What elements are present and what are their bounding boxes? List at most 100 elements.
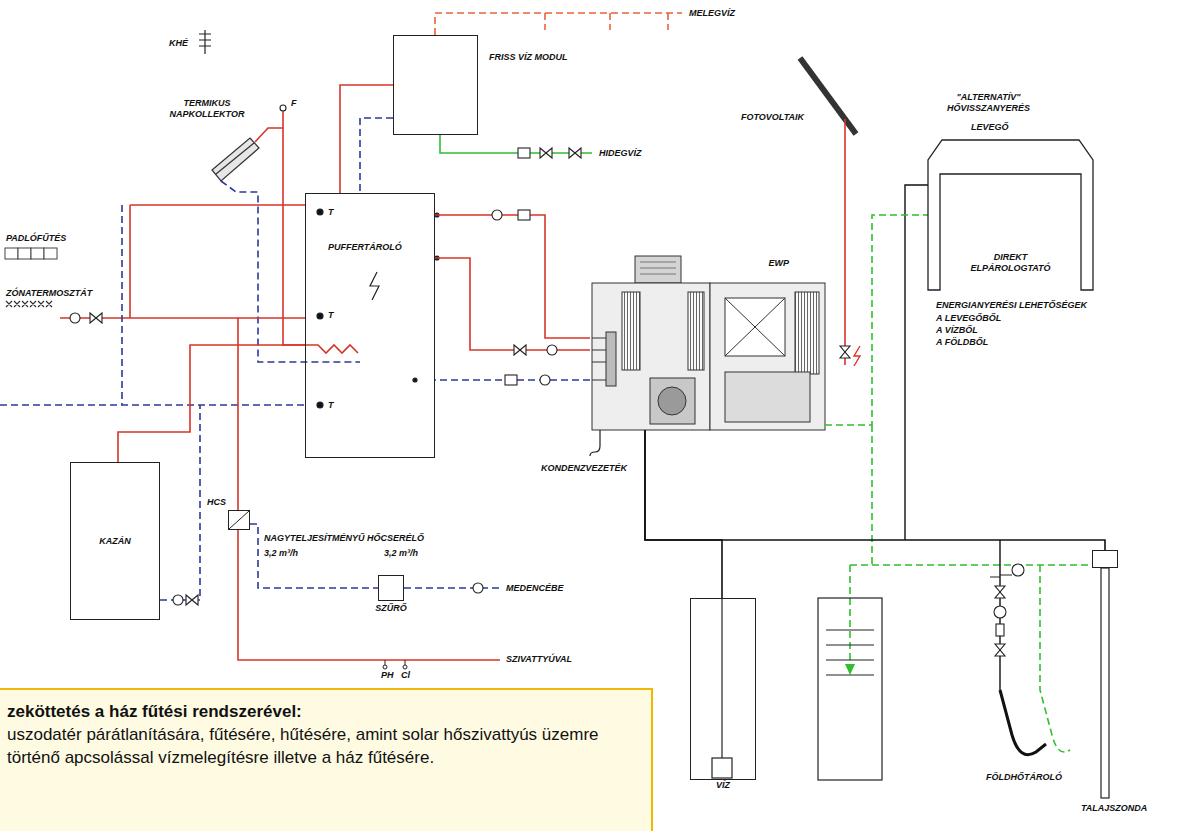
pipe-connector	[645, 430, 722, 598]
pipe-connector	[435, 215, 590, 338]
heat-pump-drawing	[592, 256, 825, 430]
ground-probe	[1101, 568, 1109, 798]
pipe-connector	[340, 85, 393, 193]
heat-pump-drawing	[650, 378, 695, 424]
ground-loop	[1000, 540, 1046, 755]
buffer-internals	[413, 378, 417, 382]
pump-symbol	[473, 583, 483, 593]
part-label: KHÉ	[168, 38, 189, 49]
vent-symbol	[199, 30, 211, 54]
buffer-internals	[317, 209, 323, 215]
solar-flow-pipe	[255, 111, 358, 353]
valve-symbol	[505, 375, 517, 385]
valve-symbol	[90, 313, 102, 323]
part-label: TERMIKUS NAPKOLLEKTOR	[165, 98, 249, 120]
evaporator-pipe	[905, 185, 928, 540]
ground-probe	[1101, 568, 1109, 798]
buffer-internals	[317, 209, 439, 408]
node-text: DIREKT ELPÁROLOGTATÓ	[961, 252, 1061, 274]
part-label: "ALTERNATÍV" HŐVISSZANYERÉS	[935, 92, 1042, 114]
part-label: FOTOVOLTAIK	[740, 112, 805, 123]
part-label: MELEGVÍZ	[688, 8, 736, 19]
heat-exchanger-box: HCS	[228, 510, 250, 530]
pump-symbol	[70, 313, 80, 323]
pool-pipe	[238, 530, 500, 660]
hot-water-pipe	[435, 13, 682, 35]
heat-pump-drawing	[795, 292, 819, 374]
module-box: FRISS VÍZ MODUL	[393, 35, 478, 135]
floor-heating-symbol	[31, 248, 44, 259]
heat-pump-drawing	[688, 292, 704, 370]
exchanger-symbol	[229, 511, 249, 529]
pump-symbol	[70, 105, 1024, 618]
part-label: NAGYTELJESÍTMÉNYŰ HŐCSERÉLŐ	[263, 533, 425, 544]
pump-symbol	[280, 105, 286, 111]
buffer-tank: PUFFERTÁROLÓ	[305, 193, 435, 458]
pipe-connector	[645, 430, 1105, 550]
floor-heating-symbol	[44, 248, 57, 259]
part-label: A LEVEGŐBŐL	[935, 313, 1002, 324]
boiler-box: KAZÁN	[70, 462, 160, 620]
buffer-internals	[317, 402, 323, 408]
valve-symbol	[996, 624, 1004, 636]
ground-brine-pipe	[850, 425, 1092, 752]
part-label: 3,2 m³/h	[263, 548, 299, 559]
heat-pump-unit: EWP	[590, 255, 825, 430]
heat-pump-drawing	[725, 372, 810, 422]
part-label: T	[327, 207, 335, 218]
pump-symbol	[173, 595, 183, 605]
heat-pump-drawing	[606, 332, 616, 386]
solar-collector	[216, 143, 254, 174]
exchanger-symbol	[229, 511, 249, 529]
node-text: TALAJSZONDA	[1081, 803, 1147, 814]
water-tank: VÍZ	[690, 598, 756, 780]
node-text: KAZÁN	[99, 536, 131, 547]
part-label: ZÓNATERMOSZTÁT	[5, 288, 93, 299]
part-label: T	[327, 400, 335, 411]
hot-water-pipe	[435, 13, 682, 35]
valve-symbol	[540, 148, 552, 158]
valve-symbol	[840, 346, 850, 358]
solar-flow-pipe	[255, 111, 358, 353]
pipe-connector	[825, 215, 928, 425]
photovoltaic-panel	[800, 58, 856, 134]
heat-pump-drawing	[622, 292, 640, 370]
pump-symbol	[547, 345, 557, 355]
pump-symbol	[540, 375, 550, 385]
valve-symbol	[518, 210, 530, 220]
solar-return-pipe	[221, 181, 360, 362]
part-label: F	[290, 98, 298, 109]
node-text: HCS	[207, 497, 226, 508]
heat-pump-drawing	[725, 298, 785, 356]
ground-probe-head: TALAJSZONDA	[1092, 550, 1118, 568]
arrow-head	[845, 664, 855, 675]
arrow-head	[845, 664, 855, 675]
photovoltaic-panel	[800, 58, 860, 366]
node-text: VÍZ	[716, 780, 730, 791]
node-text: EWP	[766, 258, 791, 269]
heat-pump-drawing	[725, 298, 785, 356]
evaporator-box: DIREKT ELPÁROLOGTATÓ	[928, 140, 1093, 290]
part-label: Cl	[400, 670, 411, 681]
buffer-internals	[317, 313, 323, 319]
node-text: FRISS VÍZ MODUL	[489, 52, 568, 63]
pump-symbol	[1012, 564, 1024, 576]
evaporator-pipe	[905, 185, 928, 540]
pipe-connector	[360, 118, 393, 193]
part-label: KONDENZVEZETÉK	[540, 463, 628, 474]
water-tank-drawing	[721, 598, 722, 758]
ground-brine-pipe	[850, 425, 1092, 752]
valve-symbol	[995, 644, 1005, 656]
part-label: PADLÓFŰTÉS	[5, 233, 67, 244]
heat-pump-drawing	[592, 338, 606, 380]
part-label: SZIVATTYÚVAL	[505, 654, 573, 665]
heating-flow-pipe	[60, 205, 305, 318]
photovoltaic-panel	[854, 346, 860, 366]
valve-symbol	[990, 575, 1012, 577]
valve-symbol	[995, 586, 1005, 598]
photovoltaic-panel	[844, 119, 846, 365]
pipe-connector	[238, 318, 305, 510]
pipe-connector	[118, 345, 305, 462]
floor-heating-symbol	[5, 248, 18, 259]
solar-collector	[212, 138, 259, 181]
